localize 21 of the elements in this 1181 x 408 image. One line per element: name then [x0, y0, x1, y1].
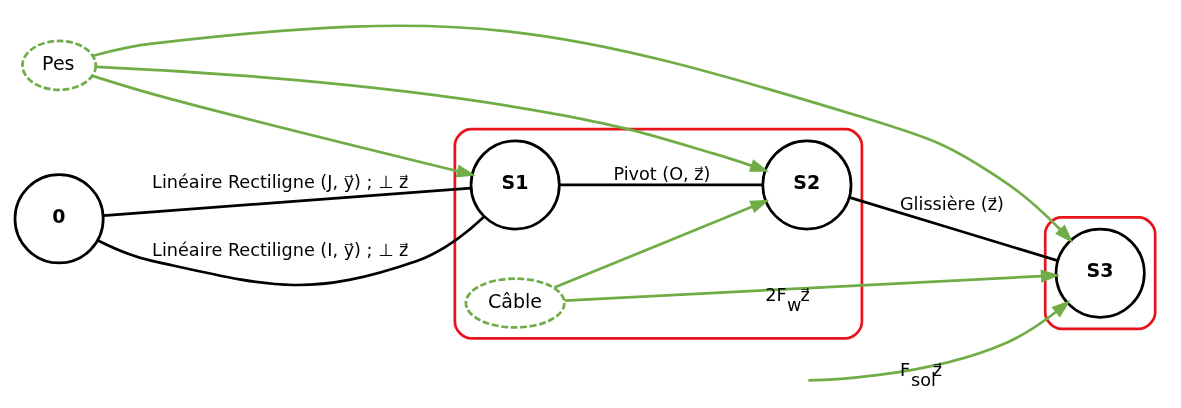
- edge-label: Linéaire Rectiligne (J, y⃗) ; ⊥ z⃗: [152, 172, 409, 193]
- connector: [97, 215, 486, 287]
- edge-label: Glissière (z⃗): [899, 193, 1004, 214]
- node-circle: S1: [469, 139, 561, 231]
- edge-label: Linéaire Rectiligne (I, y⃗) ; ⊥ z⃗: [152, 240, 409, 261]
- arrow: [564, 269, 1060, 302]
- arrow: [553, 199, 770, 289]
- node-circle: S3: [1054, 227, 1146, 319]
- node-circle: S2: [761, 139, 853, 231]
- connector: [848, 196, 1058, 262]
- arrow: [96, 65, 770, 172]
- cluster: [1043, 216, 1157, 331]
- node-ellipse: Câble: [464, 277, 566, 329]
- arrow: [92, 24, 1074, 243]
- connector: [103, 186, 472, 217]
- arrow: [92, 74, 476, 178]
- node-ellipse: Pes: [21, 39, 98, 92]
- edge-label: Pivot (O, z⃗): [613, 164, 711, 185]
- arrow: [808, 300, 1071, 382]
- connector: [559, 183, 763, 187]
- node-circle: 0: [13, 173, 105, 265]
